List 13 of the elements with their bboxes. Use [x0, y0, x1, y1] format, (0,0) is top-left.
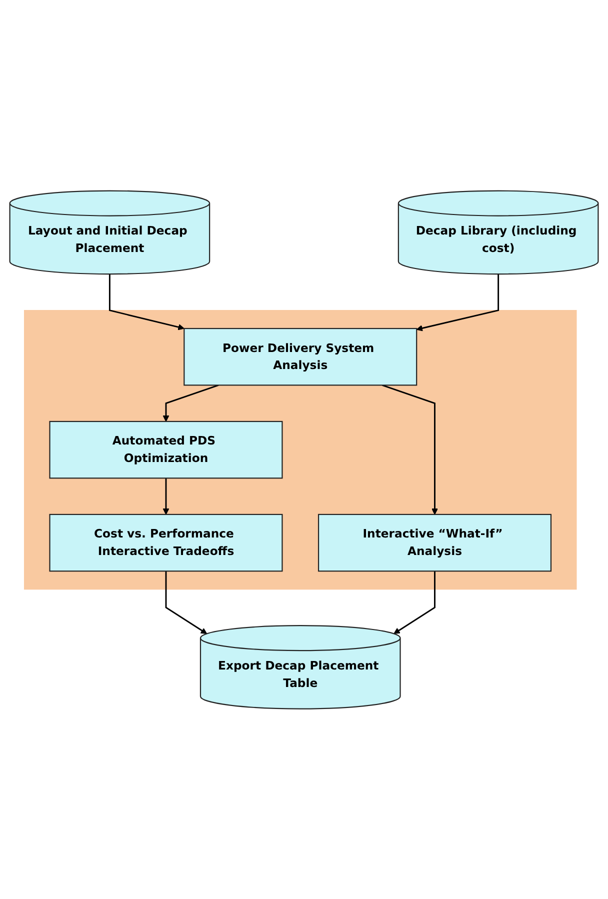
arrow [162, 478, 170, 514]
cluster [24, 310, 577, 590]
arrow [394, 570, 436, 634]
node-box [49, 420, 283, 478]
arrow [416, 274, 500, 332]
flowchart-drawing: Layout and Initial Decap Placement Decap Library (including cost) Power Delivery System Analysis Automated PDS Optimization Cost vs. Performance Interactive Tradeoffs Interactive “What-If” Analysis Export Decap Placement Table [4, 184, 604, 714]
arrow [162, 384, 219, 422]
node-box [318, 514, 552, 572]
arrow [382, 384, 438, 514]
node-box [49, 514, 283, 572]
node-box [184, 328, 418, 386]
arrow [108, 274, 184, 330]
arrow [165, 570, 208, 634]
